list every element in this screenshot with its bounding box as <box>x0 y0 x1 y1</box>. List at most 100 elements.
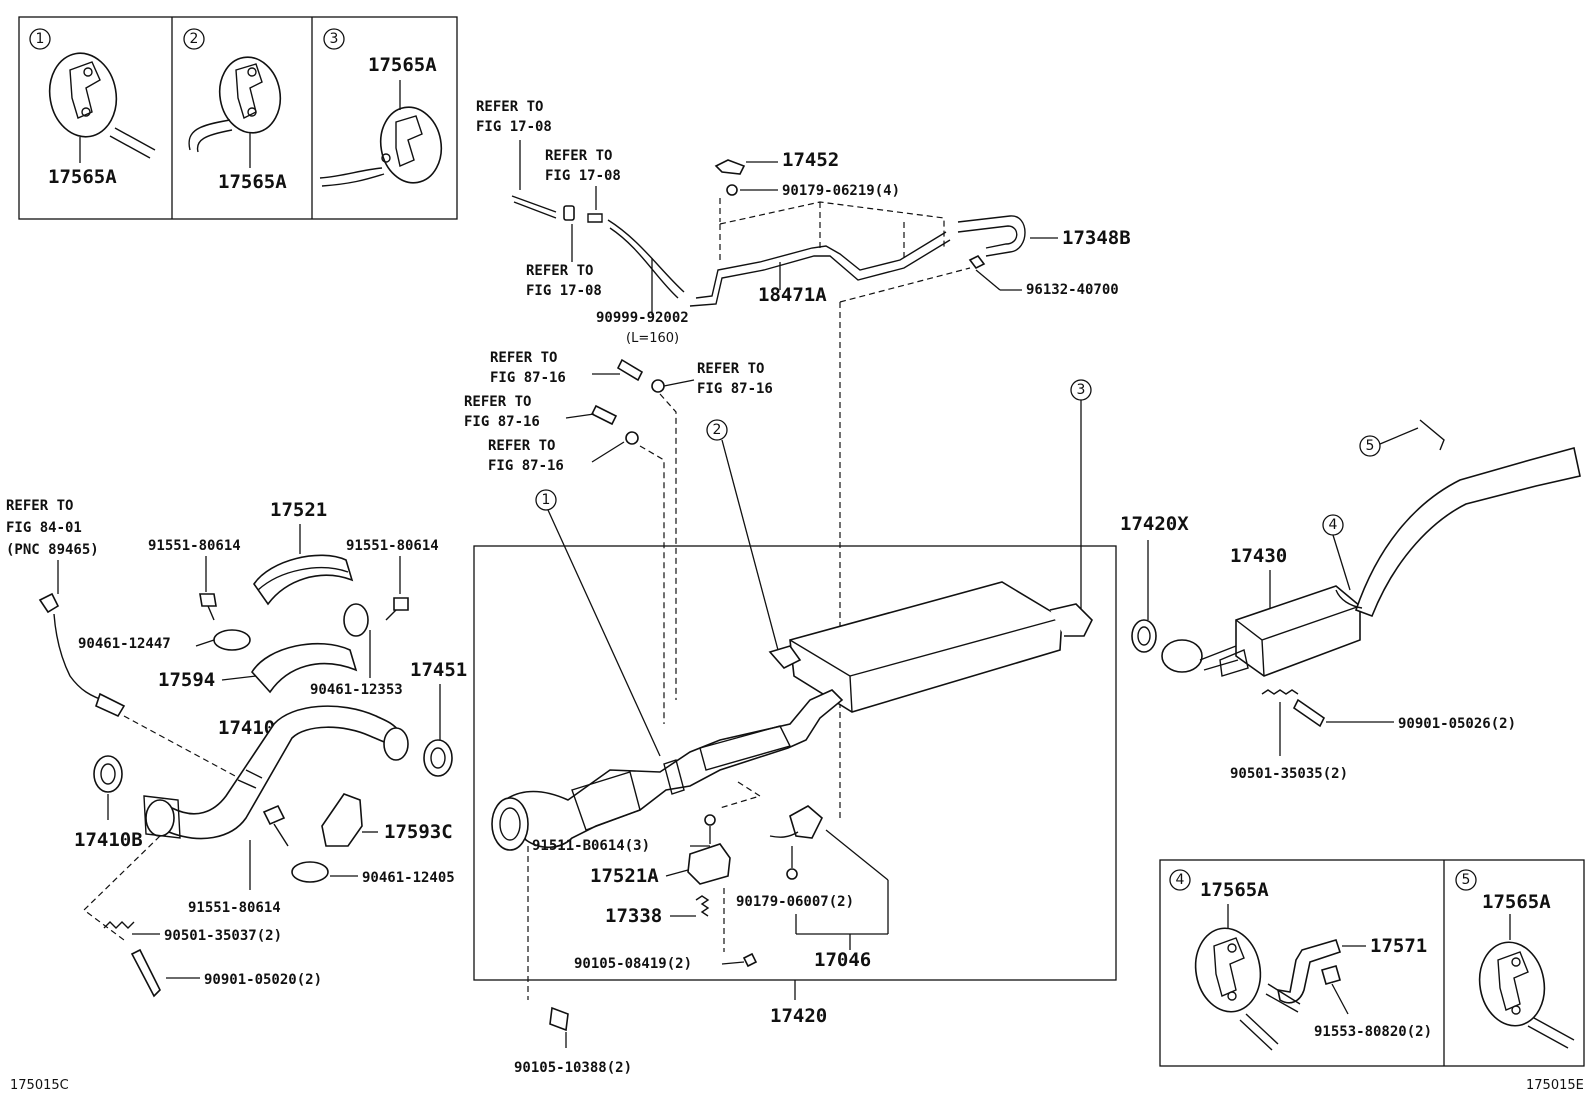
part-label-91551-80614: 91551-80614 <box>346 538 439 554</box>
part-label-17452: 17452 <box>782 149 839 171</box>
front-catalytic-pipe-icon <box>491 689 844 851</box>
refer-fig-label: FIG 84-01 <box>6 520 82 536</box>
refer-fig-label: FIG 17-08 <box>526 283 602 299</box>
rubber-hanger-icon <box>188 56 282 153</box>
part-label-17420: 17420 <box>770 1005 827 1027</box>
part-label-90501-35037: 90501-35037(2) <box>164 928 282 944</box>
part-label-17565A: 17565A <box>1482 891 1551 913</box>
inset-hanger-1-2-3: 1 2 3 17565A 17565A <box>18 16 458 220</box>
figure-code-left: 175015C <box>10 1078 69 1093</box>
callout-number: 5 <box>1366 438 1375 454</box>
bolt-icon <box>704 814 716 826</box>
clip-icon <box>651 379 665 393</box>
tail-muffler-17430-icon <box>1161 419 1581 677</box>
hose-icon <box>616 358 644 382</box>
front-pipe-group: REFER TO FIG 84-01 (PNC 89465) 17521 915… <box>6 498 467 998</box>
part-label-91553-80820: 91553-80820(2) <box>1314 1024 1432 1040</box>
part-label-17338: 17338 <box>605 905 662 927</box>
clamp-icon <box>213 629 251 651</box>
callout-circle-5 <box>1455 869 1477 891</box>
part-label-91551-80614: 91551-80614 <box>188 900 281 916</box>
part-label-90461-12405: 90461-12405 <box>362 870 455 886</box>
rubber-hanger-icon <box>1194 927 1279 1051</box>
part-label-17410: 17410 <box>218 717 275 739</box>
part-label-17420X: 17420X <box>1120 513 1189 535</box>
rubber-hanger-icon <box>48 52 156 159</box>
part-label-17594: 17594 <box>158 669 215 691</box>
callout-number: 4 <box>1329 517 1338 533</box>
part-label-90901-05026: 90901-05026(2) <box>1398 716 1516 732</box>
vacuum-pipe-18471A <box>689 231 951 307</box>
vacuum-hose-area: REFER TO FIG 17-08 REFER TO FIG 17-08 RE… <box>476 99 1131 822</box>
part-label-17348B: 17348B <box>1062 227 1131 249</box>
part-label-91551-80614: 91551-80614 <box>148 538 241 554</box>
spring-icon <box>695 895 710 917</box>
part-label-90179-06007: 90179-06007(2) <box>736 894 854 910</box>
part-label-90179-06219: 90179-06219(4) <box>782 183 900 199</box>
refer-fig-label: FIG 87-16 <box>464 414 540 430</box>
refer-fig-label: FIG 87-16 <box>490 370 566 386</box>
callout-number: 5 <box>1462 872 1471 888</box>
callout-circle-1 <box>535 489 557 511</box>
part-label-90501-35035: 90501-35035(2) <box>1230 766 1348 782</box>
part-label-91511-B0614: 91511-B0614(3) <box>532 838 650 854</box>
part-label-17046: 17046 <box>814 949 871 971</box>
gasket-17420X-icon <box>1131 619 1157 653</box>
bolt-icon <box>549 1006 569 1032</box>
bolt-icon <box>1292 698 1326 728</box>
part-label-17565A: 17565A <box>368 54 437 76</box>
heat-insulator-17594-icon <box>251 642 358 694</box>
part-label-18471A: 18471A <box>758 284 827 306</box>
refer-fig-label: FIG 17-08 <box>476 119 552 135</box>
part-label-90105-08419: 90105-08419(2) <box>574 956 692 972</box>
gasket-sensor-icon <box>789 805 823 839</box>
inset-hanger-4-5: 4 5 17565A 17571 91553-80820(2) 17565A <box>1159 859 1585 1067</box>
part-label-17521: 17521 <box>270 499 327 521</box>
tail-pipe-group: 17420X 5 4 17430 90901-05026(2) 90501-35… <box>1120 419 1581 782</box>
spring-icon <box>103 921 135 929</box>
heat-insulator-17521-icon <box>253 554 354 606</box>
callout-number: 3 <box>330 31 339 47</box>
part-label-90461-12353: 90461-12353 <box>310 682 403 698</box>
callout-circle-2 <box>706 419 728 441</box>
gasket-17451-icon <box>423 739 453 777</box>
refer-to-label: REFER TO <box>697 361 764 377</box>
main-muffler-assembly-box: 17420 1 2 3 91511-B0614( <box>473 379 1117 1076</box>
main-muffler-icon <box>768 581 1093 713</box>
callout-circle-4 <box>1169 869 1191 891</box>
callout-circle-1 <box>29 28 51 50</box>
callout-number: 2 <box>713 422 722 438</box>
refer-to-label: REFER TO <box>526 263 593 279</box>
refer-to-label: REFER TO <box>545 148 612 164</box>
part-label-90461-12447: 90461-12447 <box>78 636 171 652</box>
callout-number: 4 <box>1176 872 1185 888</box>
part-label-17571: 17571 <box>1370 935 1427 957</box>
hose-icon <box>590 404 618 426</box>
sensor-connector-icon <box>38 592 60 614</box>
figure-code-right: 175015E <box>1526 1078 1584 1093</box>
bolt-icon <box>393 597 409 611</box>
refer-to-label: REFER TO <box>488 438 555 454</box>
bolt-icon <box>742 952 758 968</box>
callout-number: 1 <box>542 492 551 508</box>
spring-icon <box>1261 689 1299 695</box>
part-label-17410B: 17410B <box>74 829 143 851</box>
heat-insulator-17593C-icon <box>321 793 363 847</box>
nut-icon <box>726 184 738 196</box>
refer-fig-label: FIG 17-08 <box>545 168 621 184</box>
bolt-icon <box>262 804 286 826</box>
refer-fig-label: FIG 87-16 <box>488 458 564 474</box>
bolt-icon <box>130 948 161 998</box>
callout-number: 3 <box>1077 382 1086 398</box>
oxygen-sensor-icon <box>95 692 126 718</box>
refer-pnc-label: (PNC 89465) <box>6 542 99 558</box>
refer-fig-label: FIG 87-16 <box>697 381 773 397</box>
gasket-17410B-icon <box>93 755 123 793</box>
clamp-icon <box>343 603 369 637</box>
bolt-icon <box>1321 965 1341 985</box>
part-label-17430: 17430 <box>1230 545 1287 567</box>
part-label-17565A: 17565A <box>48 166 117 188</box>
clamp-icon <box>291 861 329 883</box>
part-label-17565A: 17565A <box>218 171 287 193</box>
